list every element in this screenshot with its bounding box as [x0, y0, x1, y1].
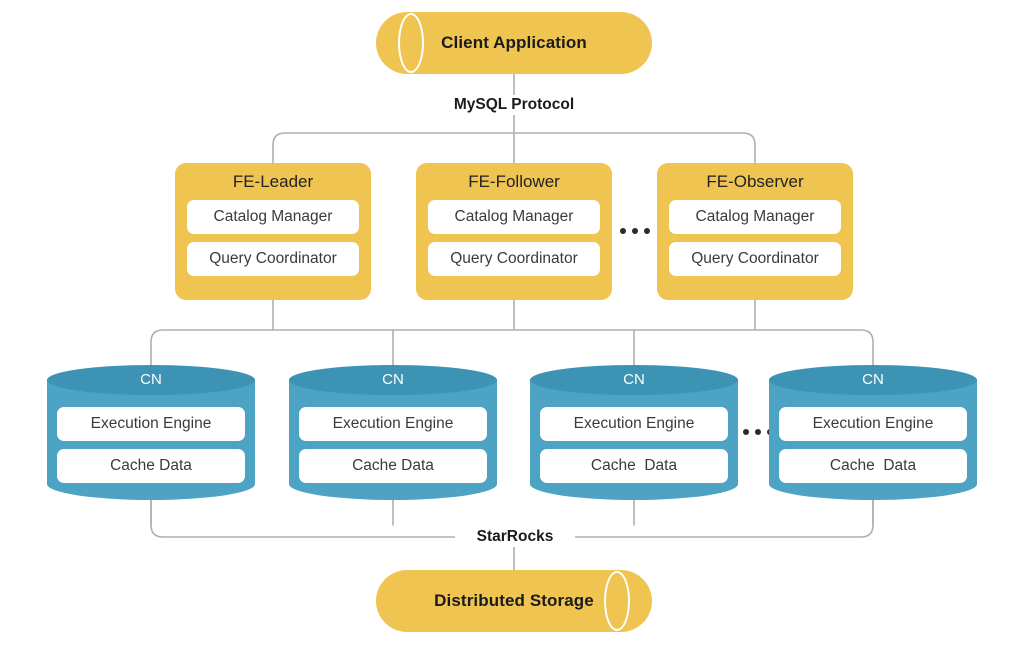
fe-leader-node[interactable]: FE-Leader Catalog Manager Query Coordina…	[175, 163, 371, 300]
compute-node-4-title: CN	[862, 371, 884, 388]
cn-cylinder-top-icon	[47, 365, 255, 395]
mysql-protocol-label: MySQL Protocol	[414, 95, 614, 115]
wire-starrocks-bus-right	[574, 499, 874, 538]
cn4-module-cache-data[interactable]: Cache Data	[779, 449, 967, 483]
starrocks-cluster-label: StarRocks	[455, 527, 575, 547]
fe-follower-title: FE-Follower	[468, 172, 560, 191]
fe-leader-title: FE-Leader	[232, 172, 314, 191]
wire-cn-bus	[150, 329, 874, 373]
compute-node-2[interactable]: CN Execution Engine Cache Data	[289, 365, 497, 500]
fe-observer-module-catalog-manager[interactable]: Catalog Manager	[669, 199, 841, 234]
fe-observer-module-query-coordinator[interactable]: Query Coordinator	[669, 241, 841, 276]
fe-follower-node[interactable]: FE-Follower Catalog Manager Query Coordi…	[416, 163, 612, 300]
cn1-module-cache-data[interactable]: Cache Data	[57, 449, 245, 483]
fe-leader-module-catalog-manager[interactable]: Catalog Manager	[187, 199, 359, 234]
cylinder-cap-icon	[604, 571, 630, 631]
cn-cylinder-top-icon	[289, 365, 497, 395]
fe-ellipsis-icon	[620, 228, 650, 234]
client-application-label: Client Application	[441, 33, 587, 52]
cn3-module-cache-data[interactable]: Cache Data	[540, 449, 728, 483]
fe-follower-module-catalog-manager[interactable]: Catalog Manager	[428, 199, 600, 234]
fe-observer-title: FE-Observer	[706, 172, 804, 191]
compute-node-1[interactable]: CN Execution Engine Cache Data	[47, 365, 255, 500]
cn-cylinder-top-icon	[769, 365, 977, 395]
cn2-module-cache-data[interactable]: Cache Data	[299, 449, 487, 483]
wire-starrocks-bus-left	[150, 499, 456, 538]
distributed-storage-node[interactable]: Distributed Storage	[376, 570, 652, 632]
cn4-module-execution-engine[interactable]: Execution Engine	[779, 407, 967, 441]
cn-cylinder-top-icon	[530, 365, 738, 395]
cn3-module-execution-engine[interactable]: Execution Engine	[540, 407, 728, 441]
compute-node-3-title: CN	[623, 371, 645, 388]
compute-node-4[interactable]: CN Execution Engine Cache Data	[769, 365, 977, 500]
cn1-module-execution-engine[interactable]: Execution Engine	[57, 407, 245, 441]
cylinder-cap-icon	[398, 13, 424, 73]
compute-node-1-title: CN	[140, 371, 162, 388]
fe-follower-module-query-coordinator[interactable]: Query Coordinator	[428, 241, 600, 276]
compute-node-2-title: CN	[382, 371, 404, 388]
fe-observer-node[interactable]: FE-Observer Catalog Manager Query Coordi…	[657, 163, 853, 300]
distributed-storage-label: Distributed Storage	[434, 591, 594, 610]
fe-leader-module-query-coordinator[interactable]: Query Coordinator	[187, 241, 359, 276]
cn2-module-execution-engine[interactable]: Execution Engine	[299, 407, 487, 441]
compute-node-3[interactable]: CN Execution Engine Cache Data	[530, 365, 738, 500]
client-application-node[interactable]: Client Application	[376, 12, 652, 74]
